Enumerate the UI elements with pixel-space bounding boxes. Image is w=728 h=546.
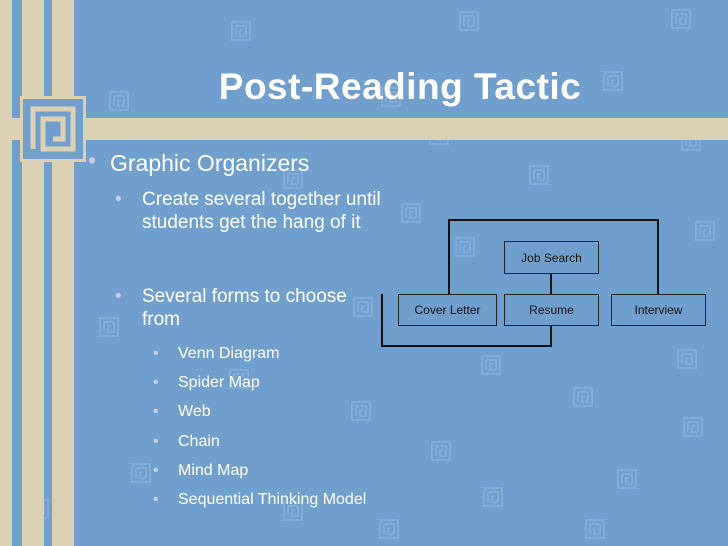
- greek-key-ornament: [20, 96, 86, 162]
- bullet-icon: •: [153, 462, 159, 479]
- horizontal-accent-bar: [0, 118, 728, 140]
- bullet-text: Spider Map: [178, 374, 260, 391]
- slide-title: Post-Reading Tactic: [218, 66, 582, 107]
- bullet-text: Venn Diagram: [178, 345, 280, 362]
- bullet-text: Chain: [178, 433, 220, 450]
- bullet-icon: •: [115, 189, 122, 210]
- left-accent-strip: [0, 0, 12, 546]
- organizer-node-resume: Resume: [504, 294, 599, 326]
- organizer-node-job-search: Job Search: [504, 241, 599, 274]
- bullet-text: Graphic Organizers: [110, 150, 310, 176]
- bullet-icon: •: [153, 345, 159, 362]
- bullet-icon: •: [153, 374, 159, 391]
- bullet-icon: •: [115, 286, 122, 307]
- bullet-text: Web: [178, 403, 211, 420]
- bullet-text: Sequential Thinking Model: [178, 491, 367, 508]
- bullet-text: Mind Map: [178, 462, 249, 479]
- bullet-icon: •: [153, 403, 159, 420]
- bullet-icon: •: [88, 147, 97, 173]
- organizer-node-cover-letter: Cover Letter: [398, 294, 497, 326]
- bullet-icon: •: [153, 433, 159, 450]
- bullet-icon: •: [153, 491, 159, 508]
- bullet-text: Several forms to choose from: [142, 286, 347, 330]
- vertical-accent-bar: [52, 0, 74, 546]
- bullet-text: Create several together until students g…: [142, 189, 381, 233]
- greek-key-icon: [30, 106, 76, 152]
- organizer-node-interview: Interview: [611, 294, 706, 326]
- vertical-accent-bar: [22, 0, 44, 546]
